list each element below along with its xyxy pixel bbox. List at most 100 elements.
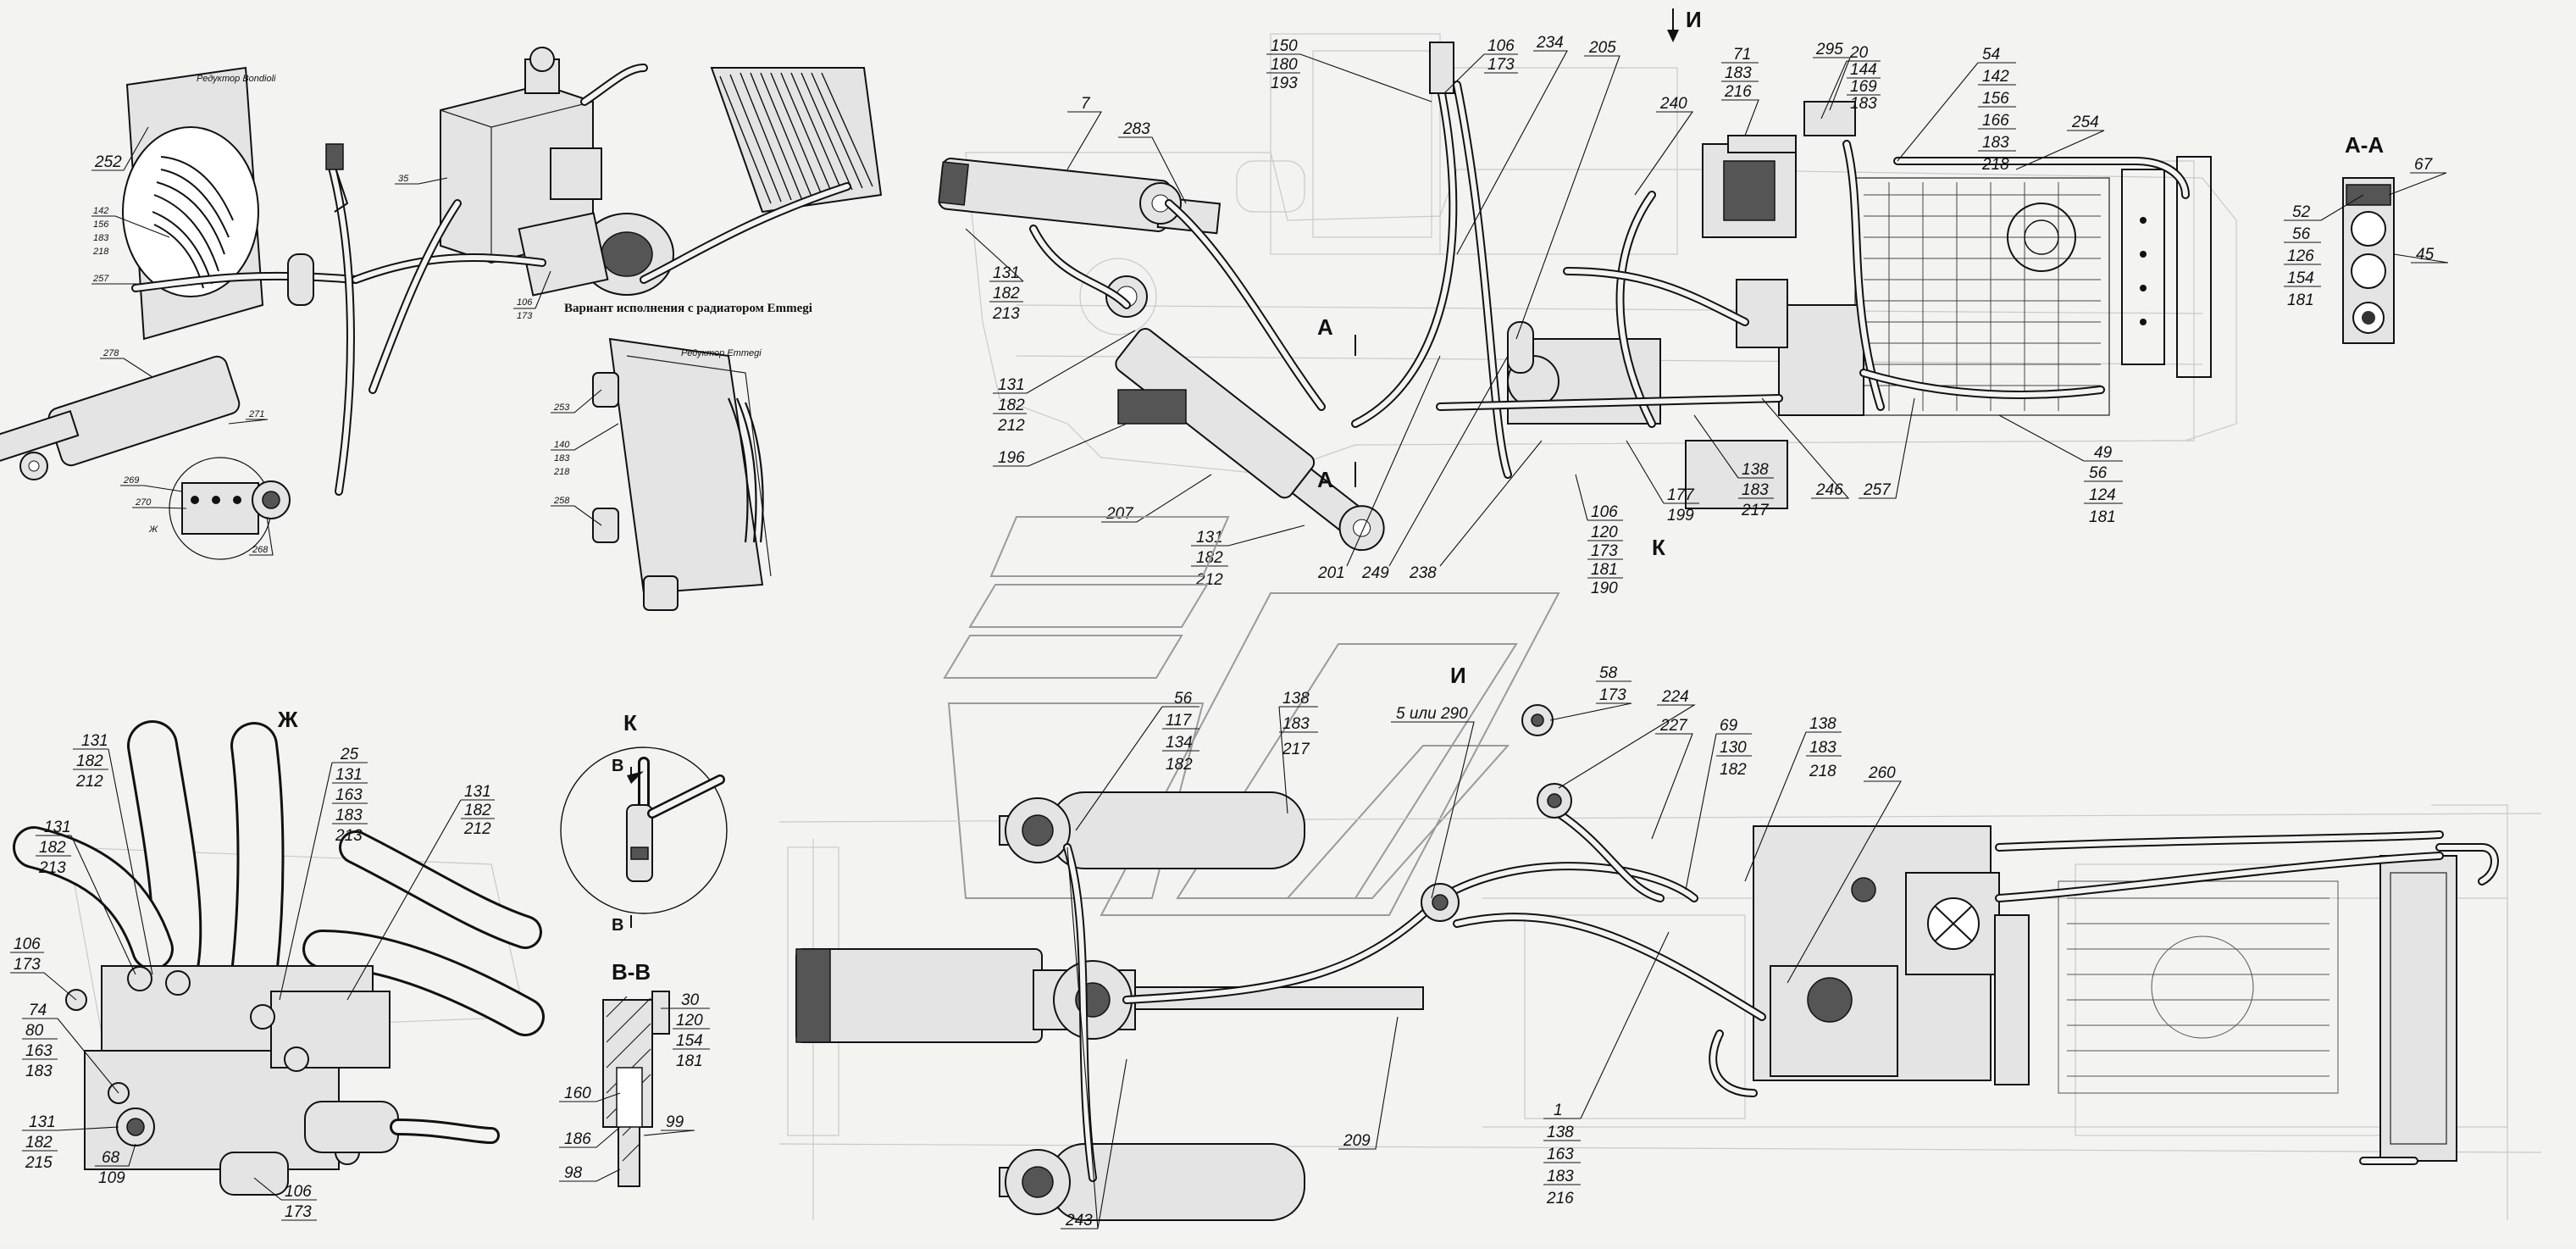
svg-text:169: 169: [1850, 78, 1877, 96]
view-k-detail: В В: [560, 747, 728, 935]
main-lift-cylinder: [795, 948, 1424, 1043]
section-vv-callouts: 30 120 154 181 160 186 99 98: [559, 991, 710, 1182]
svg-text:163: 163: [335, 786, 363, 804]
svg-text:58: 58: [1599, 664, 1618, 682]
svg-text:154: 154: [676, 1032, 703, 1050]
svg-text:156: 156: [93, 219, 109, 230]
section-aa-title: А-А: [2345, 132, 2384, 158]
filter-top: [1507, 321, 1534, 374]
svg-text:213: 213: [992, 305, 1020, 323]
svg-text:183: 183: [554, 453, 570, 464]
callout-295: 295: [1815, 41, 1843, 58]
svg-text:131: 131: [335, 766, 363, 784]
b-callout-224: 224: [1661, 688, 1689, 706]
vv-callout-160: 160: [564, 1085, 591, 1102]
svg-text:181: 181: [2287, 291, 2314, 309]
b-callout-260: 260: [1868, 764, 1896, 782]
svg-text:218: 218: [1809, 763, 1836, 780]
svg-text:182: 182: [1720, 761, 1747, 779]
svg-text:131: 131: [1196, 529, 1223, 547]
tl-callout-252: 252: [94, 153, 122, 171]
radiator-emmegi-iso: Редуктор Emmegi: [592, 337, 772, 611]
radiator-emmegi-top-iso: [710, 67, 883, 214]
caption-reducer-bondioli: Редуктор Bondioli: [197, 74, 276, 84]
section-aa-detail: А-А 67 45 52 56 126 154 181: [2284, 132, 2449, 344]
tl-callout-270: 270: [135, 497, 152, 508]
tank-35-iso: [440, 47, 648, 264]
vv-callout-stack-30: 30 120 154 181: [661, 991, 710, 1070]
em-callout-stack-140: 140 183 218: [551, 423, 619, 477]
svg-text:181: 181: [2089, 508, 2116, 526]
callout-254: 254: [2071, 114, 2099, 131]
callout-stack-131-b: 131 182 212: [993, 330, 1136, 435]
svg-text:212: 212: [997, 417, 1025, 435]
svg-text:49: 49: [2094, 444, 2113, 462]
tl-callout-stack-106: 106 173: [513, 270, 551, 321]
svg-text:212: 212: [1195, 571, 1223, 589]
svg-text:183: 183: [1809, 739, 1836, 757]
svg-text:182: 182: [1196, 549, 1223, 567]
callout-246: 246: [1815, 481, 1843, 499]
svg-text:182: 182: [76, 752, 103, 770]
svg-text:181: 181: [676, 1052, 703, 1070]
aa-callout-45: 45: [2416, 246, 2435, 264]
svg-text:144: 144: [1850, 61, 1877, 79]
svg-text:218: 218: [92, 247, 109, 257]
svg-text:117: 117: [1166, 712, 1193, 730]
callout-stack-150: 150 180 193: [1266, 37, 1432, 103]
callout-249: 249: [1361, 564, 1389, 582]
svg-text:218: 218: [553, 467, 570, 477]
view-k-marker: К: [1652, 535, 1665, 560]
fitting-58-center: [1531, 713, 1544, 727]
hoses-top-view: [1029, 80, 2190, 479]
aa-callout-67: 67: [2414, 156, 2434, 174]
b-callout-stack-1: 1 138 163 183 216: [1543, 931, 1670, 1207]
caption-reducer-emmegi: Редуктор Emmegi: [681, 348, 762, 358]
svg-text:68: 68: [102, 1149, 120, 1167]
svg-text:52: 52: [2292, 203, 2311, 221]
callout-stack-106-mid: 106 120 173 181 190: [1575, 474, 1623, 597]
svg-text:183: 183: [335, 807, 363, 824]
svg-text:183: 183: [1547, 1168, 1574, 1185]
svg-text:1: 1: [1554, 1102, 1563, 1119]
svg-text:25: 25: [340, 746, 359, 763]
tl-callout-35: 35: [398, 174, 409, 184]
view-zh-detail: [13, 720, 545, 1196]
b-callout-stack-58: 58 173: [1549, 664, 1632, 721]
callout-stack-54: 54 142 156 166 183 218: [1897, 46, 2016, 174]
tl-callout-269: 269: [123, 475, 139, 486]
svg-text:173: 173: [1487, 56, 1515, 74]
svg-text:182: 182: [39, 839, 66, 857]
radiator-bottom: [2359, 843, 2499, 1165]
svg-text:182: 182: [464, 802, 491, 819]
svg-text:138: 138: [1809, 715, 1836, 733]
callout-stack-106-top: 106 173: [1443, 37, 1518, 94]
hoses-bottom-view: [1063, 809, 2444, 1182]
svg-text:183: 183: [1850, 95, 1877, 113]
callout-stack-49: 49 56 124 181: [1998, 414, 2123, 526]
svg-text:150: 150: [1271, 37, 1298, 55]
callout-240: 240: [1659, 95, 1687, 113]
callout-stack-131-c: 131 182 212: [1191, 525, 1305, 589]
svg-text:216: 216: [1724, 83, 1752, 101]
tl-callout-268: 268: [252, 545, 269, 555]
hoses-iso: [131, 157, 851, 496]
svg-text:106: 106: [285, 1183, 312, 1201]
svg-text:163: 163: [25, 1042, 53, 1060]
chassis-outline-top: [965, 33, 2237, 475]
svg-text:173: 173: [14, 956, 41, 974]
view-zh-callouts: 131 182 212 25 131 163 183 213 131 182 2…: [10, 732, 495, 1221]
svg-text:183: 183: [93, 233, 109, 243]
pump-unit-top: [1507, 143, 1864, 509]
svg-text:183: 183: [1982, 134, 2009, 152]
svg-text:182: 182: [25, 1134, 53, 1152]
callout-stack-20: 20 144 169 183: [1820, 44, 1881, 119]
view-zh-title: Ж: [277, 707, 298, 732]
emmegi-callouts: 253 140 183 218 258: [551, 389, 619, 526]
svg-text:30: 30: [681, 991, 700, 1009]
svg-text:131: 131: [998, 376, 1025, 394]
aa-callout-stack-52: 52 56 126 154 181: [2284, 194, 2364, 309]
zh-callout-stack-68: 68 109: [95, 1143, 136, 1187]
callout-238: 238: [1409, 564, 1437, 582]
